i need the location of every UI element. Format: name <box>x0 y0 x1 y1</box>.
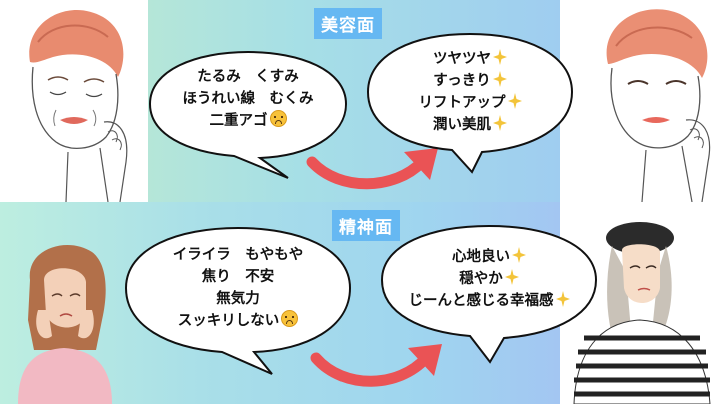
beauty-after-line-2: すっきり <box>364 70 576 92</box>
beauty-after-line-1: ツヤツヤ <box>364 48 576 70</box>
beauty-before-line-3: 二重アゴ <box>148 110 348 132</box>
sparkles-icon <box>493 49 507 65</box>
mental-section-label: 精神面 <box>332 210 400 241</box>
mental-after-bubble: 心地良い 穏やか じーんと感じる幸福感 <box>378 222 600 364</box>
beauty-section-label: 美容面 <box>314 8 382 39</box>
disappointed-face-icon <box>281 310 299 327</box>
disappointed-face-icon <box>269 110 287 127</box>
beauty-before-bubble: たるみ くすみ ほうれい線 むくみ 二重アゴ <box>148 48 348 179</box>
beauty-arrow-icon <box>300 140 450 200</box>
refreshed-face-illustration <box>588 2 722 202</box>
sparkles-icon <box>512 247 526 263</box>
beauty-before-line-1: たるみ くすみ <box>197 69 299 85</box>
sparkles-icon <box>493 115 507 131</box>
mental-before-line-3: 無気力 <box>216 291 260 307</box>
mental-after-line-2: 穏やか <box>378 268 600 290</box>
sparkles-icon <box>555 291 570 307</box>
mental-arrow-icon <box>304 334 454 398</box>
mental-before-bubble: イライラ もやもや 焦り 不安 無気力 スッキリしない <box>122 224 354 375</box>
mental-before-line-1: イライラ もやもや <box>172 247 304 263</box>
beauty-after-line-3: リフトアップ <box>364 92 576 114</box>
beauty-section: 美容面 たるみ くすみ ほうれい線 むくみ 二重アゴ <box>0 0 727 202</box>
relaxed-woman-illustration <box>560 212 722 404</box>
mental-before-line-2: 焦り 不安 <box>201 269 275 285</box>
stressed-woman-illustration <box>8 240 120 404</box>
mental-after-line-1: 心地良い <box>378 246 600 268</box>
beauty-after-bubble: ツヤツヤ すっきり リフトアップ 潤い美肌 <box>364 30 576 174</box>
sparkles-icon <box>507 93 522 109</box>
tired-face-illustration <box>8 2 138 202</box>
mental-before-line-4: スッキリしない <box>122 310 354 332</box>
beauty-before-line-2: ほうれい線 むくみ <box>182 91 314 107</box>
mental-after-line-3: じーんと感じる幸福感 <box>378 290 600 312</box>
sparkles-icon <box>492 71 507 87</box>
mental-section: 精神面 イライラ もやもや 焦り 不安 無気力 スッキリしない <box>0 202 727 404</box>
sparkles-icon <box>504 269 519 285</box>
beauty-after-line-4: 潤い美肌 <box>364 114 576 136</box>
